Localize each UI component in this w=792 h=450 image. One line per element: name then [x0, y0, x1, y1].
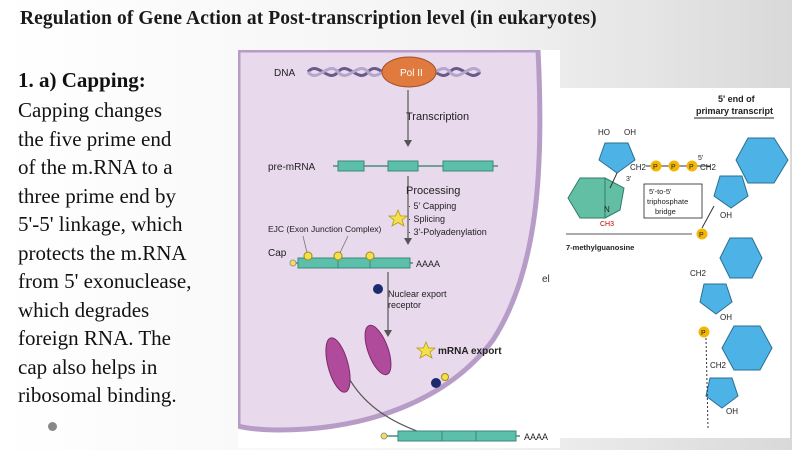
phosphate-label: P — [653, 164, 658, 171]
body-text: Capping changes the five prime end of th… — [18, 96, 191, 410]
base-ring — [721, 325, 773, 371]
phosphate-label: P — [671, 164, 676, 171]
transcription-label: Transcription — [406, 111, 469, 123]
methylguanosine-ring — [604, 177, 625, 219]
bridge-label-box — [643, 183, 703, 219]
bridge-label: 5'-to-5' — [649, 187, 672, 196]
cap-protein-icon — [441, 373, 449, 381]
body-line: three prime end by — [18, 183, 177, 208]
ch2-label: CH2 — [700, 163, 717, 172]
cap-structure-diagram: 5' end of primary transcript HO OH CH2 3… — [560, 88, 790, 438]
edge-label: el — [542, 274, 550, 285]
premrna-label: pre-mRNA — [268, 162, 316, 173]
pol-ii-enzyme — [381, 56, 437, 88]
polya-label: AAAA — [416, 259, 440, 269]
section-heading: 1. a) Capping: — [18, 68, 146, 92]
star-icon — [415, 340, 437, 359]
body-line: which degrades — [18, 297, 150, 322]
ch2-label: CH2 — [690, 269, 707, 278]
nucleus-region — [238, 50, 543, 433]
processing-step: · 5' Capping — [408, 201, 456, 211]
three-prime-label: 3' — [626, 176, 631, 183]
body-line: from 5' exonuclease, — [18, 269, 192, 293]
export-receptor-icon — [431, 378, 441, 388]
premrna-strand — [333, 160, 498, 172]
body-line: cap also helps in — [18, 354, 158, 379]
nuclear-pore — [325, 337, 351, 393]
arrow-down-icon — [384, 330, 392, 337]
processing-step: · 3'-Polyadenylation — [408, 227, 487, 237]
body-line: of the m.RNA to a — [18, 155, 173, 179]
header-line-2: primary transcript — [696, 106, 773, 116]
processing-step: · Splicing — [408, 214, 445, 224]
phosphate-label: P — [689, 164, 694, 171]
dna-label: DNA — [274, 68, 295, 79]
nuclear-export-label: receptor — [388, 300, 421, 310]
triphosphate-bridge — [646, 160, 710, 172]
slide-title: Regulation of Gene Action at Post-transc… — [20, 8, 597, 29]
methylguanosine-label: 7-methylguanosine — [566, 243, 634, 252]
base-ring — [719, 237, 763, 279]
bullet-dot — [48, 422, 57, 431]
body-line: Capping changes — [18, 98, 163, 122]
ho-label: HO — [598, 128, 610, 137]
oh-label: OH — [624, 128, 636, 137]
body-line: protects the m.RNA — [18, 240, 187, 265]
ch3-label: CH3 — [600, 221, 614, 228]
phosphate-circle — [696, 228, 708, 240]
pol-label: Pol II — [400, 68, 423, 79]
arrow-down-icon — [404, 238, 412, 245]
ejc-label: EJC (Exon Junction Complex) — [268, 224, 382, 234]
mrna-export-label: mRNA export — [438, 346, 502, 357]
base-ring — [735, 137, 789, 184]
arrow-down-icon — [404, 140, 412, 147]
mrna-processing-diagram: el DNA Pol II Transcription pre-mRNA Pro… — [238, 50, 560, 448]
processing-label: Processing — [406, 185, 460, 197]
phosphate-label: P — [701, 330, 706, 337]
ch2-label: CH2 — [630, 163, 647, 172]
body-line: the five prime end — [18, 126, 172, 151]
ribose-ring — [713, 175, 749, 209]
phosphate-circle — [698, 326, 710, 338]
five-prime-label: 5' — [698, 155, 703, 162]
oh-label: OH — [720, 313, 732, 322]
polya-label-2: AAAA — [524, 432, 548, 442]
body-line: foreign RNA. The — [18, 326, 171, 350]
bridge-label: triphosphate — [647, 197, 688, 206]
n-label: N — [604, 205, 610, 214]
phosphate-label: P — [699, 232, 704, 239]
ch2-label: CH2 — [710, 361, 727, 370]
oh-label: OH — [720, 211, 732, 220]
cytoplasm-mrna — [380, 430, 520, 442]
oh-label: OH — [726, 407, 738, 416]
ribose-ring — [598, 142, 636, 174]
body-line: 5'-5' linkage, which — [18, 212, 183, 236]
ribose-ring — [699, 283, 733, 315]
ribose-ring — [705, 377, 739, 409]
cap-label: Cap — [268, 248, 287, 259]
nuclear-pore — [364, 324, 392, 376]
bridge-label: bridge — [655, 207, 676, 216]
nuclear-export-label: Nuclear export — [388, 289, 447, 299]
export-receptor-icon — [373, 284, 383, 294]
header-line-1: 5' end of — [718, 94, 756, 104]
star-icon — [387, 208, 409, 227]
body-line: ribosomal binding. — [18, 383, 177, 407]
mature-mrna — [289, 251, 413, 269]
